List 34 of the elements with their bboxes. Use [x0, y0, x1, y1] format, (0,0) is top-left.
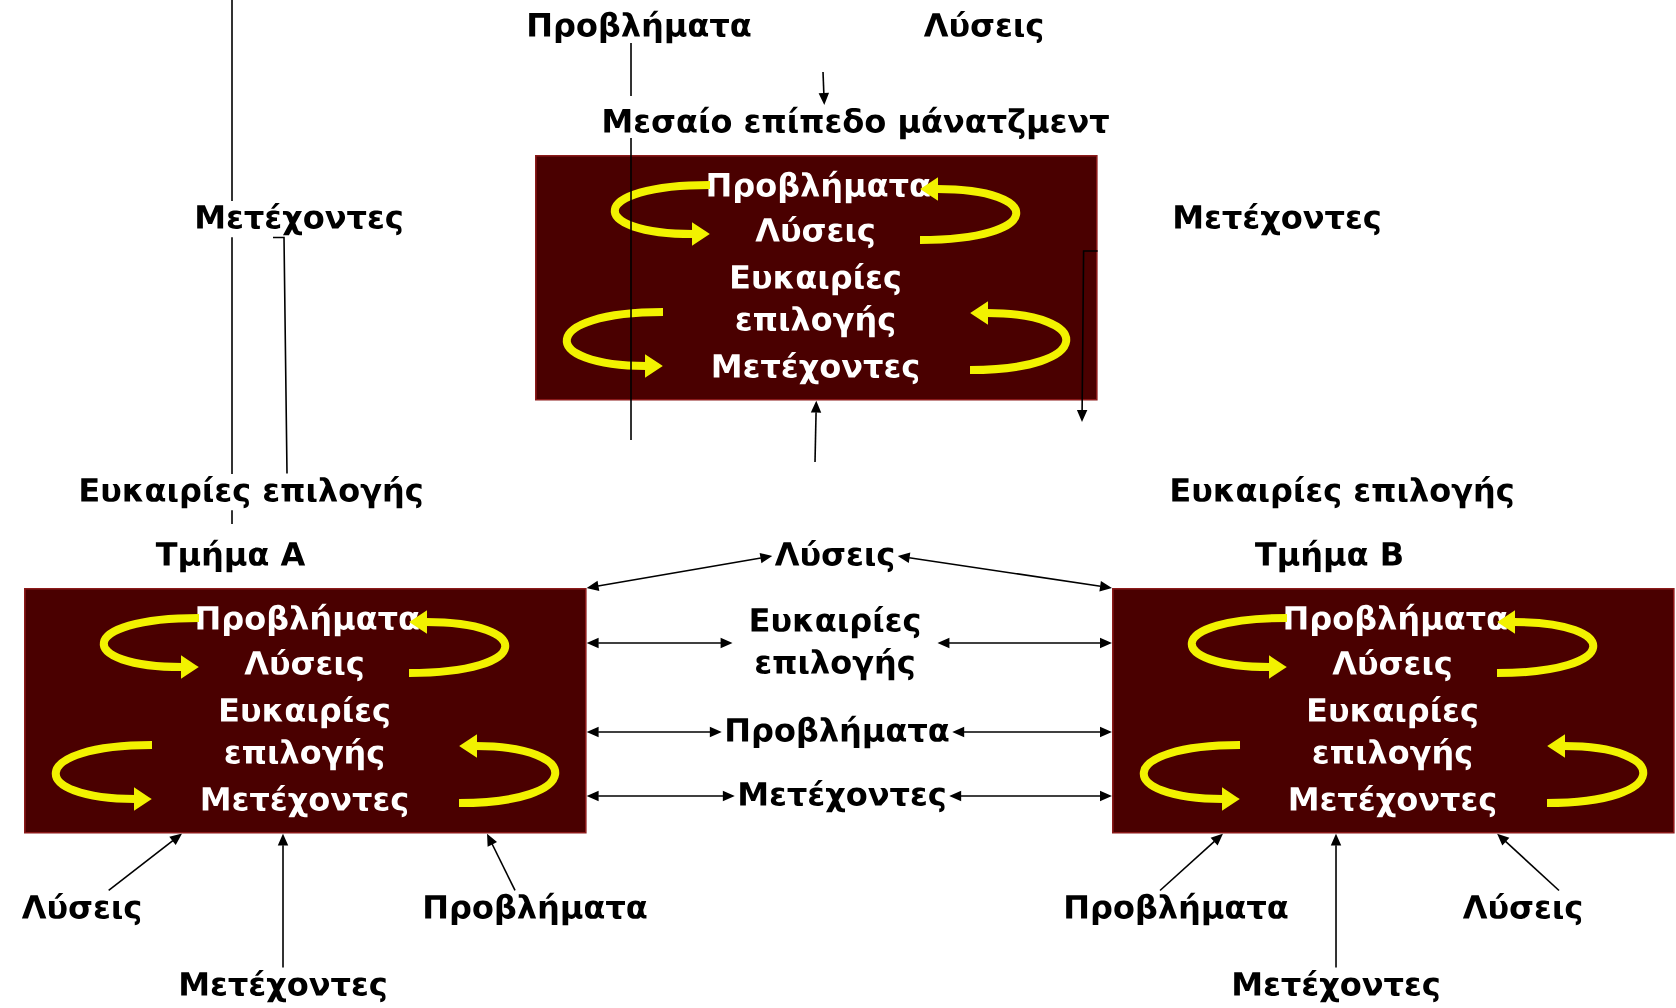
text-label: Ευκαιρίες επιλογής [76, 473, 426, 511]
text-label: Μετέχοντες [1229, 967, 1443, 1005]
text-label: Προβλήματα [722, 713, 952, 751]
node-label: Μετέχοντες [713, 351, 919, 385]
text-label: Προβλήματα [1061, 890, 1291, 928]
text-label: Προβλήματα [420, 890, 650, 928]
node-label: Ευκαιρίες επιλογής [732, 262, 900, 338]
text-label: Μετέχοντες [1175, 202, 1380, 236]
text-label: Λύσεις [1460, 890, 1586, 928]
node-label: Λύσεις [1332, 648, 1451, 682]
box-heading: Τμήμα A [153, 537, 308, 575]
node-label: Προβλήματα [1285, 603, 1507, 637]
text-label: Λύσεις [19, 890, 145, 928]
node-label: Προβλήματα [197, 603, 419, 637]
text-label: Μετέχοντες [735, 777, 949, 815]
node-label: Μετέχοντες [1290, 784, 1496, 818]
process-box: Προβλήματα Λύσεις Ευκαιρίες επιλογής Μετέχοντες [1112, 588, 1675, 834]
box-heading: Μεσαίο επίπεδο μάνατζμεντ [599, 104, 1112, 142]
node-label: Λύσεις [244, 648, 363, 682]
text-label: Ευκαιρίες επιλογής [733, 603, 937, 683]
node-label: Μετέχοντες [202, 784, 408, 818]
node-label: Προβλήματα [708, 170, 930, 204]
node-label: Ευκαιρίες επιλογής [221, 695, 389, 771]
text-label: Προβλήματα [529, 10, 751, 44]
node-label: Λύσεις [755, 215, 874, 249]
process-box: Προβλήματα Λύσεις Ευκαιρίες επιλογής Μετέχοντες [24, 588, 587, 834]
process-box: Προβλήματα Λύσεις Ευκαιρίες επιλογής Μετέχοντες [535, 155, 1098, 401]
box-heading: Τμήμα B [1252, 537, 1407, 575]
text-label: Λύσεις [923, 10, 1043, 44]
text-label: Μετέχοντες [176, 967, 390, 1005]
node-label: Ευκαιρίες επιλογής [1309, 695, 1477, 771]
text-label: Ευκαιρίες επιλογής [1172, 475, 1513, 509]
text-label: Μετέχοντες [192, 200, 406, 238]
text-label: Λύσεις [772, 537, 898, 575]
